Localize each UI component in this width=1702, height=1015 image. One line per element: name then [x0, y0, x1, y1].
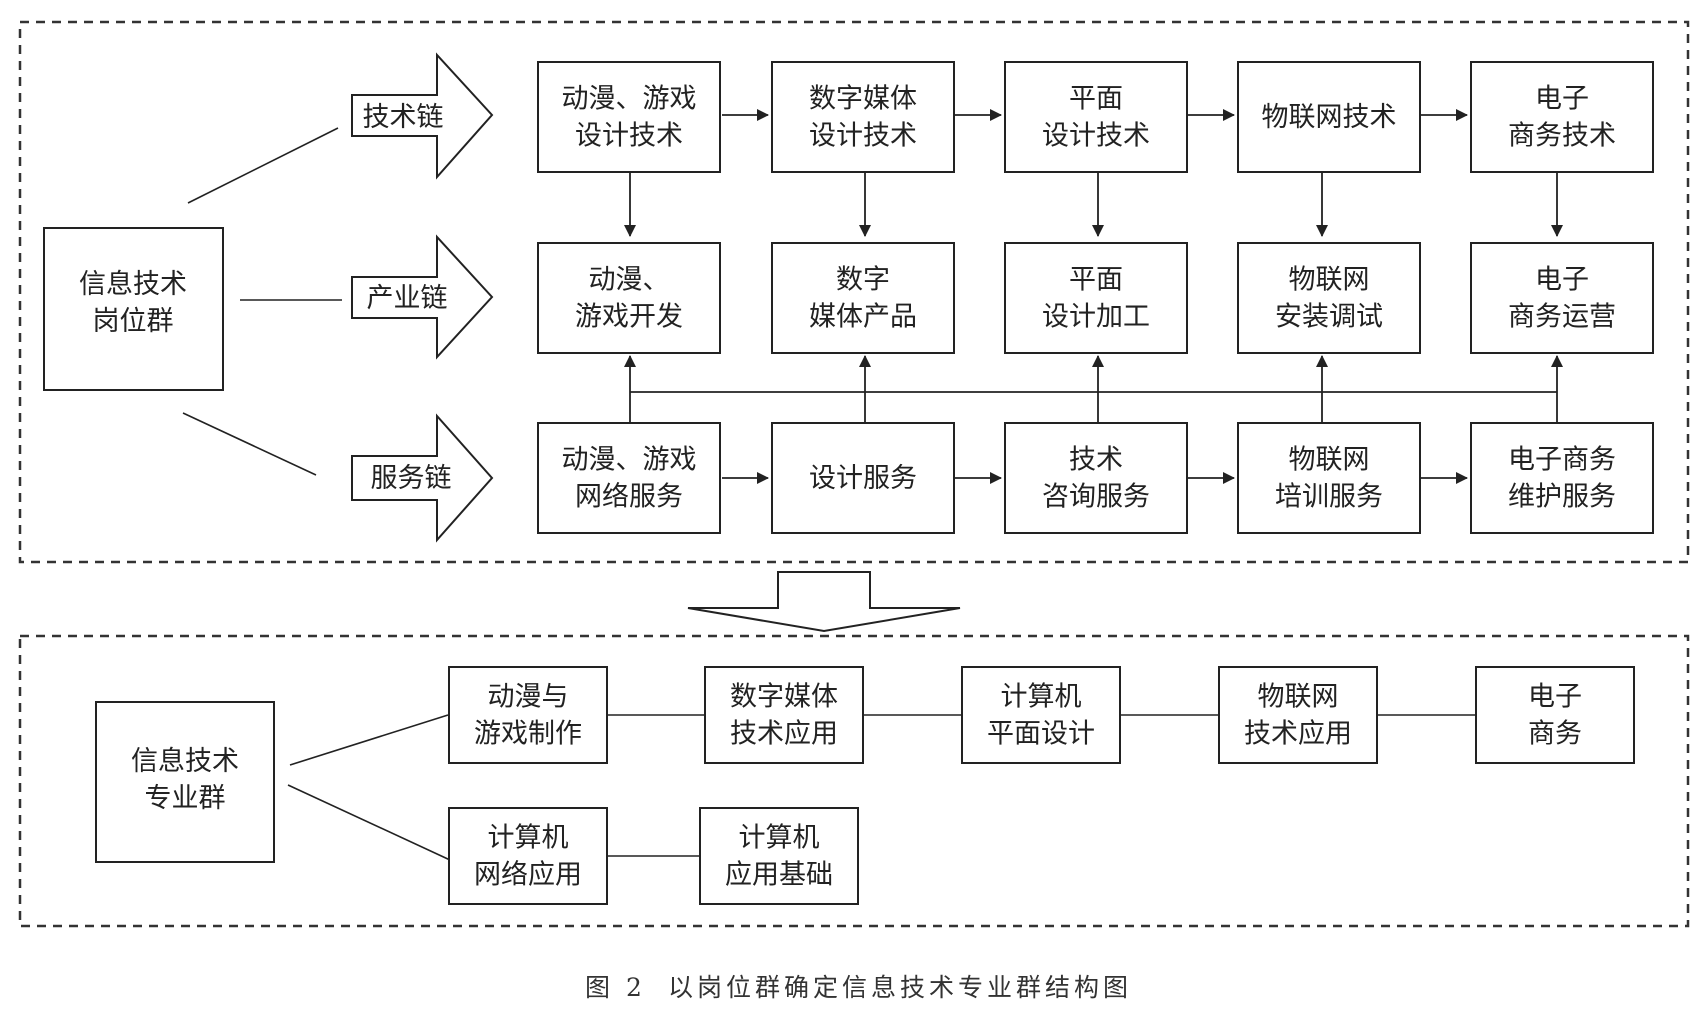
- major2-box-1-line-2: 网络应用: [474, 860, 582, 891]
- link-to-majors-row1: [289, 714, 449, 766]
- industry-box-5: [1470, 242, 1654, 354]
- industry-chain-arrow: [351, 234, 494, 360]
- industry-box-4: [1237, 242, 1421, 354]
- major2-box-1-line-1: 计算机: [488, 823, 569, 854]
- service-box-4: [1237, 422, 1421, 534]
- major2-box-2-line-2: 应用基础: [725, 860, 833, 891]
- major-box-2-line-2: 技术应用: [730, 719, 838, 750]
- service-box-2: [771, 422, 955, 534]
- major-box-2: [704, 666, 864, 764]
- industry-box-4-line-2: 安装调试: [1275, 302, 1383, 333]
- link-to-majors-row2: [287, 784, 451, 861]
- service-box-1-line-2: 网络服务: [575, 482, 683, 513]
- major-box-3-line-2: 平面设计: [987, 719, 1095, 750]
- industry-box-3-line-1: 平面: [1069, 265, 1123, 296]
- service-chain-arrow: [351, 413, 494, 543]
- tech-box-1-line-1: 动漫、游戏: [562, 84, 697, 115]
- industry-box-3-line-2: 设计加工: [1042, 302, 1150, 333]
- service-box-5: [1470, 422, 1654, 534]
- tech-box-2-line-1: 数字媒体: [809, 84, 917, 115]
- industry-box-1: [537, 242, 721, 354]
- tech-box-3: [1004, 61, 1188, 173]
- service-to-industry-connectors: [624, 355, 1563, 423]
- industry-box-2: [771, 242, 955, 354]
- tech-chain-label: 技术链: [363, 102, 444, 133]
- major-box-1-line-1: 动漫与: [488, 682, 569, 713]
- tech-box-5-line-2: 商务技术: [1508, 121, 1616, 152]
- industry-box-2-line-2: 媒体产品: [809, 302, 917, 333]
- link-to-service-chain: [182, 412, 317, 476]
- major-box-5-line-1: 电子: [1528, 682, 1582, 713]
- major-box-2-line-1: 数字媒体: [730, 682, 838, 713]
- industry-box-3: [1004, 242, 1188, 354]
- tech-box-5: [1470, 61, 1654, 173]
- service-box-4-line-2: 培训服务: [1275, 482, 1383, 513]
- service-box-5-line-2: 维护服务: [1508, 482, 1616, 513]
- major-box-4: [1218, 666, 1378, 764]
- transition-down-arrow: [687, 571, 961, 633]
- figure-caption-number: 图 2: [585, 973, 646, 1002]
- major2-box-2-line-1: 计算机: [739, 823, 820, 854]
- service-box-4-line-1: 物联网: [1289, 445, 1370, 476]
- major2-box-1: [448, 807, 608, 905]
- industry-box-4-line-1: 物联网: [1289, 265, 1370, 296]
- tech-box-3-line-1: 平面: [1069, 84, 1123, 115]
- tech-box-2: [771, 61, 955, 173]
- link-to-tech-chain: [187, 127, 339, 204]
- industry-box-1-line-2: 游戏开发: [575, 302, 683, 333]
- figure-caption-text: 以岗位群确定信息技术专业群结构图: [668, 973, 1132, 1002]
- service-box-2-line-1: 设计服务: [809, 463, 917, 494]
- major-box-3-line-1: 计算机: [1001, 682, 1082, 713]
- major-box-5: [1475, 666, 1635, 764]
- tech-box-1-line-2: 设计技术: [575, 121, 683, 152]
- industry-box-1-line-1: 动漫、: [589, 265, 670, 296]
- service-box-1: [537, 422, 721, 534]
- service-box-3: [1004, 422, 1188, 534]
- tech-chain-arrow: [351, 52, 494, 180]
- post-group-label-line2: 岗位群: [93, 306, 174, 337]
- major-group-label-line1: 信息技术: [131, 746, 239, 777]
- major-box-4-line-2: 技术应用: [1244, 719, 1352, 750]
- tech-box-2-line-2: 设计技术: [809, 121, 917, 152]
- service-chain-label: 服务链: [371, 463, 452, 494]
- service-box-5-line-1: 电子商务: [1508, 445, 1616, 476]
- post-group-label-line1: 信息技术: [79, 269, 187, 300]
- post-group-box: [43, 227, 224, 391]
- industry-box-5-line-2: 商务运营: [1508, 302, 1616, 333]
- tech-box-4-line-1: 物联网技术: [1262, 102, 1397, 133]
- major-box-3: [961, 666, 1121, 764]
- major-box-4-line-1: 物联网: [1258, 682, 1339, 713]
- top-dashed-frame: [18, 20, 1690, 564]
- tech-box-3-line-2: 设计技术: [1042, 121, 1150, 152]
- service-box-3-line-1: 技术: [1069, 445, 1123, 476]
- major-box-1-line-2: 游戏制作: [474, 719, 582, 750]
- industry-box-2-line-1: 数字: [836, 265, 890, 296]
- industry-chain-label: 产业链: [367, 283, 448, 314]
- major-group-label-line2: 专业群: [145, 783, 226, 814]
- major-group-box: [95, 701, 275, 863]
- major-box-5-line-2: 商务: [1528, 719, 1582, 750]
- tech-box-5-line-1: 电子: [1535, 84, 1589, 115]
- service-box-1-line-1: 动漫、游戏: [562, 445, 697, 476]
- service-box-3-line-2: 咨询服务: [1042, 482, 1150, 513]
- tech-to-industry-arrows: [624, 173, 1563, 237]
- tech-box-4: [1237, 61, 1421, 173]
- industry-box-5-line-1: 电子: [1535, 265, 1589, 296]
- tech-box-1: [537, 61, 721, 173]
- bottom-dashed-frame: [18, 634, 1690, 928]
